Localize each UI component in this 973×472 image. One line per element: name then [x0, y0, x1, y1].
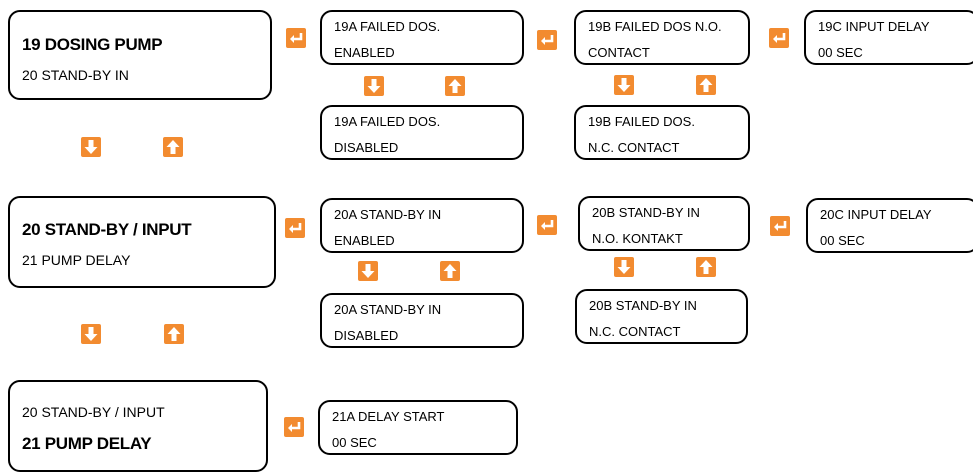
enter-return-icon [769, 28, 789, 48]
arrow-up-icon [440, 261, 460, 281]
option-title: 19A FAILED DOS. [334, 19, 441, 34]
arrow-down-icon [358, 261, 378, 281]
arrow-down-icon [614, 257, 634, 277]
arrow-down-icon [614, 75, 634, 95]
option-title: 19B FAILED DOS. [588, 114, 695, 129]
option-box-20b-no-contact: 20B STAND-BY IN N.O. KONTAKT [578, 196, 750, 251]
menu-item-next: 21 PUMP DELAY [22, 252, 131, 268]
option-box-20a-disabled: 20A STAND-BY IN DISABLED [320, 293, 524, 348]
menu-item-next: 20 STAND-BY IN [22, 67, 129, 83]
option-title: 20B STAND-BY IN [592, 205, 700, 220]
enter-return-icon [537, 30, 557, 50]
menu-box-19-dosing-pump: 19 DOSING PUMP 20 STAND-BY IN [8, 10, 272, 100]
arrow-up-icon [164, 324, 184, 344]
option-box-19c-input-delay: 19C INPUT DELAY 00 SEC [804, 10, 973, 65]
option-value: DISABLED [334, 140, 399, 155]
enter-return-icon [285, 218, 305, 238]
option-box-19a-disabled: 19A FAILED DOS. DISABLED [320, 105, 524, 160]
option-value: N.C. CONTACT [589, 324, 681, 339]
option-box-19b-no-contact: 19B FAILED DOS N.O. CONTACT [574, 10, 750, 65]
arrow-down-icon [81, 324, 101, 344]
option-value: N.C. CONTACT [588, 140, 680, 155]
enter-return-icon [284, 417, 304, 437]
enter-return-icon [286, 28, 306, 48]
option-title: 21A DELAY START [332, 409, 445, 424]
arrow-up-icon [163, 137, 183, 157]
arrow-down-icon [81, 137, 101, 157]
arrow-up-icon [696, 257, 716, 277]
option-box-19b-nc-contact: 19B FAILED DOS. N.C. CONTACT [574, 105, 750, 160]
arrow-up-icon [696, 75, 716, 95]
option-value: ENABLED [334, 45, 395, 60]
menu-item-selected: 21 PUMP DELAY [22, 434, 152, 453]
option-title: 19C INPUT DELAY [818, 19, 930, 34]
menu-box-21-pump-delay: 20 STAND-BY / INPUT 21 PUMP DELAY [8, 380, 268, 472]
menu-box-20-standby-input: 20 STAND-BY / INPUT 21 PUMP DELAY [8, 196, 276, 288]
enter-return-icon [537, 215, 557, 235]
option-box-20b-nc-contact: 20B STAND-BY IN N.C. CONTACT [575, 289, 748, 344]
menu-item-selected: 19 DOSING PUMP [22, 35, 163, 54]
option-value: 00 SEC [818, 45, 863, 60]
enter-return-icon [770, 216, 790, 236]
option-title: 20A STAND-BY IN [334, 207, 442, 222]
option-value: CONTACT [588, 45, 650, 60]
option-value: N.O. KONTAKT [592, 231, 683, 246]
arrow-up-icon [445, 76, 465, 96]
option-value: ENABLED [334, 233, 395, 248]
menu-item-selected: 20 STAND-BY / INPUT [22, 220, 192, 239]
option-title: 20C INPUT DELAY [820, 207, 932, 222]
menu-item-previous: 20 STAND-BY / INPUT [22, 404, 165, 420]
option-box-19a-enabled: 19A FAILED DOS. ENABLED [320, 10, 524, 65]
arrow-down-icon [364, 76, 384, 96]
option-title: 19B FAILED DOS N.O. [588, 19, 722, 34]
option-title: 20A STAND-BY IN [334, 302, 442, 317]
option-title: 19A FAILED DOS. [334, 114, 441, 129]
option-value: 00 SEC [332, 435, 377, 450]
option-box-20c-input-delay: 20C INPUT DELAY 00 SEC [806, 198, 973, 253]
option-box-20a-enabled: 20A STAND-BY IN ENABLED [320, 198, 524, 253]
option-box-21a-delay-start: 21A DELAY START 00 SEC [318, 400, 518, 455]
option-title: 20B STAND-BY IN [589, 298, 697, 313]
option-value: 00 SEC [820, 233, 865, 248]
option-value: DISABLED [334, 328, 399, 343]
